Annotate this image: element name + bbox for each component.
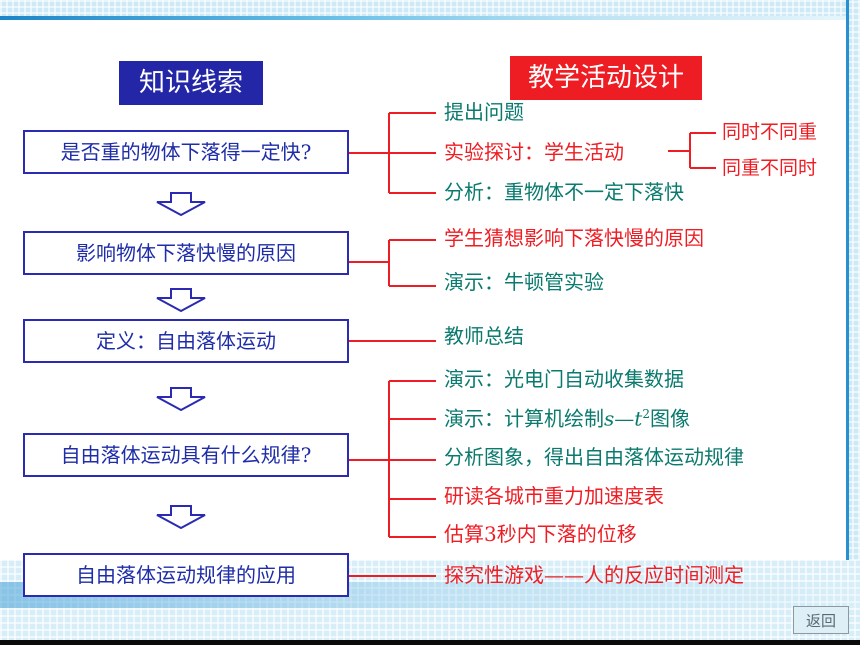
down-arrow-icon — [156, 505, 206, 529]
activity-student-guess: 学生猜想影响下落快慢的原因 — [444, 226, 704, 250]
activity-photogate-demo: 演示：光电门自动收集数据 — [444, 367, 684, 391]
decorative-right-band — [846, 0, 860, 645]
heading-teaching-design: 教学活动设计 — [510, 56, 702, 100]
down-arrow-icon — [156, 387, 206, 411]
formula-s: s — [604, 406, 615, 431]
activity-newton-tube-demo: 演示：牛顿管实验 — [444, 270, 604, 294]
formula-t: t — [634, 406, 643, 431]
node-factors-fall-speed: 影响物体下落快慢的原因 — [23, 231, 349, 275]
computer-plot-suffix: 图像 — [649, 406, 690, 431]
activity-raise-question: 提出问题 — [444, 100, 524, 124]
node-free-fall-laws: 自由落体运动具有什么规律? — [23, 433, 349, 477]
node-free-fall-applications: 自由落体运动规律的应用 — [23, 553, 349, 597]
formula-dash: — — [614, 406, 635, 431]
activity-analysis-heavy: 分析：重物体不一定下落快 — [444, 180, 684, 204]
down-arrow-icon — [156, 192, 206, 216]
activity-reaction-time-game: 探究性游戏——人的反应时间测定 — [444, 563, 744, 587]
sub-same-weight-diff-time: 同重不同时 — [722, 157, 818, 179]
sub-same-time-diff-weight: 同时不同重 — [722, 121, 818, 143]
activity-teacher-summary: 教师总结 — [444, 324, 524, 348]
activity-analyze-graph: 分析图象，得出自由落体运动规律 — [444, 445, 744, 469]
down-arrow-icon — [156, 288, 206, 312]
formula-exponent: 2 — [642, 407, 650, 421]
activity-experiment-discussion: 实验探讨：学生活动 — [444, 140, 624, 164]
activity-gravity-table: 研读各城市重力加速度表 — [444, 484, 664, 508]
node-definition-free-fall: 定义：自由落体运动 — [23, 319, 349, 363]
decorative-top-band — [0, 0, 860, 20]
back-button[interactable]: 返回 — [793, 606, 849, 634]
computer-plot-prefix: 演示：计算机绘制 — [444, 406, 604, 431]
activity-estimate-displacement: 估算3秒内下落的位移 — [444, 522, 637, 546]
activity-computer-plot: 演示：计算机绘制s—t2图像 — [444, 408, 690, 429]
node-heavier-falls-faster: 是否重的物体下落得一定快? — [23, 130, 349, 174]
heading-knowledge-clues: 知识线索 — [119, 61, 263, 105]
